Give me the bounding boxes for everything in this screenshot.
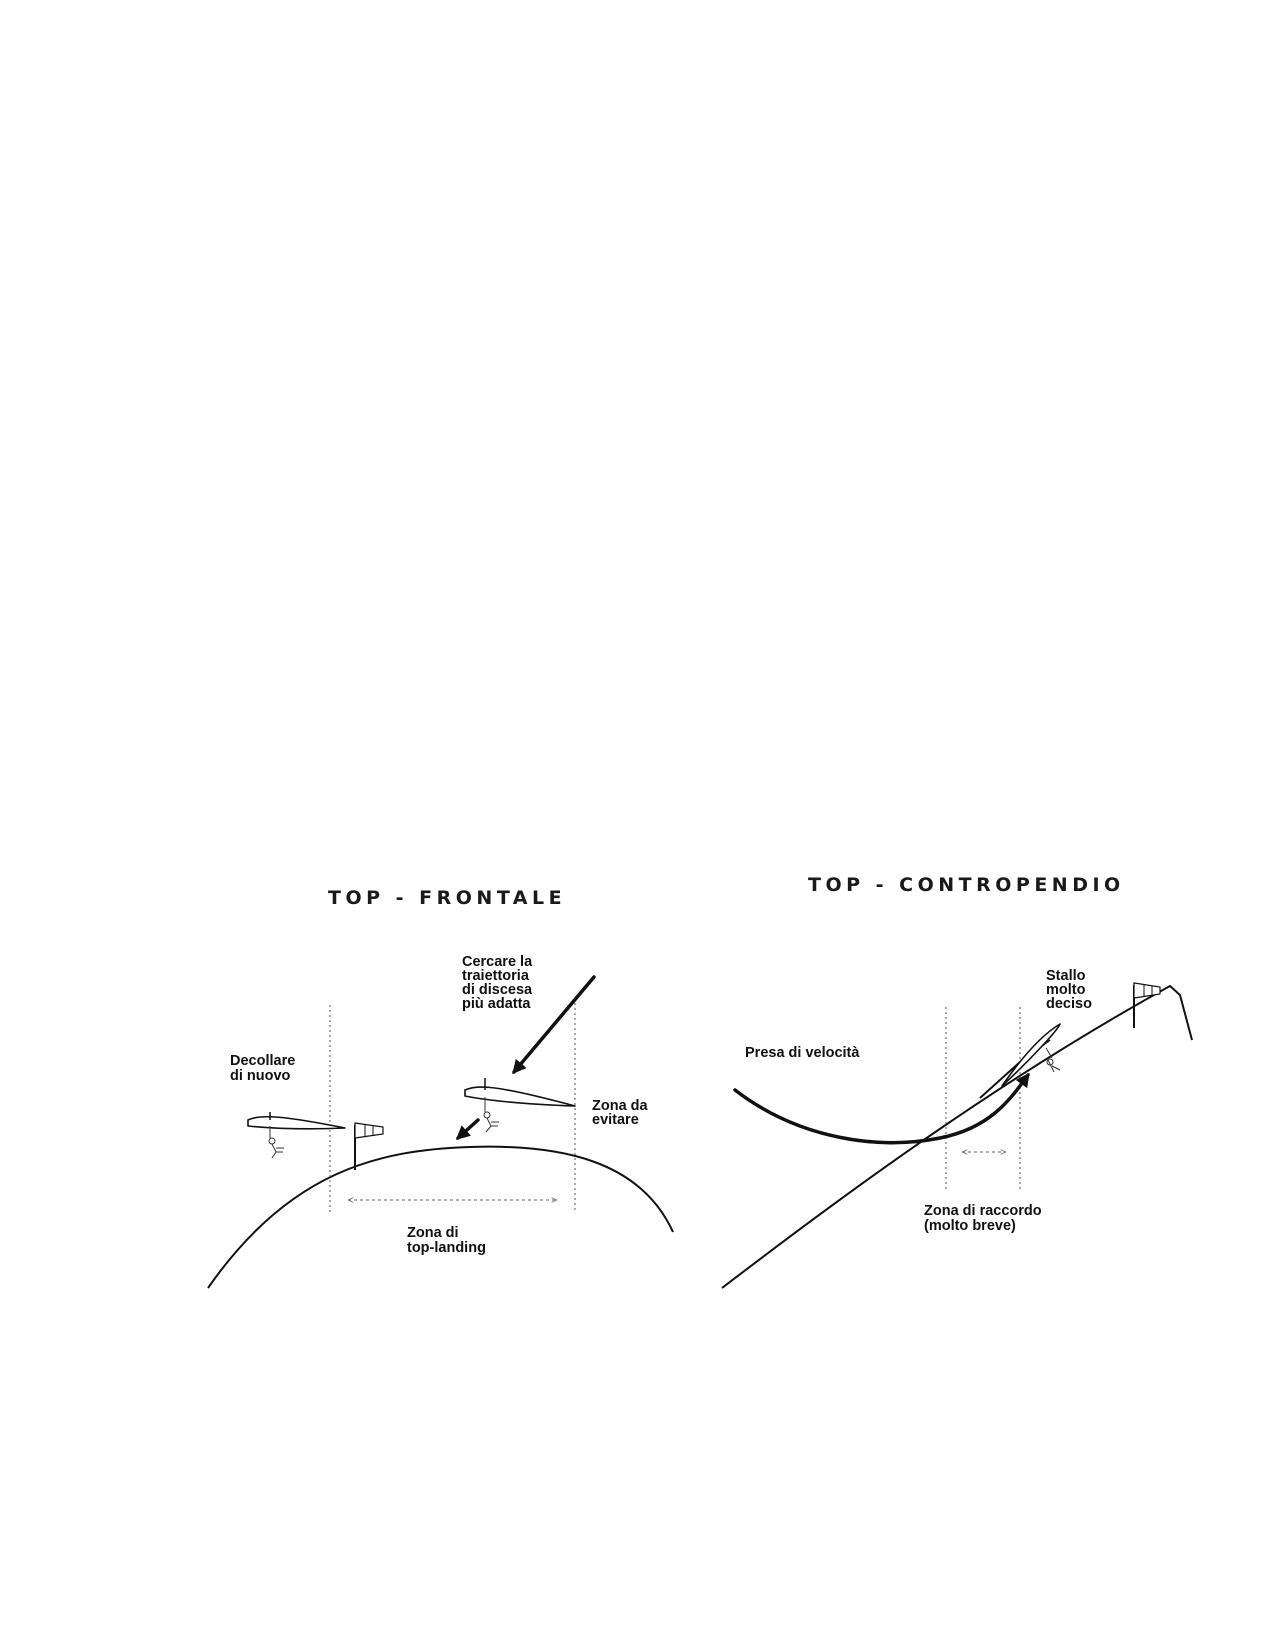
panel-top-frontale: TOP - FRONTALE [207,887,674,1289]
windsock-icon [354,1122,384,1170]
label-landing-zone: Zona di top-landing [407,1225,486,1256]
approach-line [979,1061,1021,1099]
hang-glider-icon [464,1078,576,1133]
label-stall: Stallo molto deciso [1046,968,1092,1012]
hang-glider-icon [247,1112,346,1159]
label-avoid-zone: Zona da evitare [592,1098,652,1128]
panel-top-contropendio: TOP - CONTROPENDIO Presa di velocità [721,874,1193,1289]
descent-arrow [455,1118,480,1140]
windsock-icon [1133,982,1161,1028]
approach-arrow [512,975,596,1075]
hang-glider-icon [1001,1023,1061,1087]
hill-ground [207,1145,674,1289]
panel-title-contropendio: TOP - CONTROPENDIO [808,874,1125,896]
label-relaunch: Decollare di nuovo [230,1053,299,1084]
label-speed-gain: Presa di velocità [745,1045,860,1061]
flight-path-curve [733,1072,1030,1145]
slope-ground [721,984,1193,1289]
label-trajectory: Cercare la traiettoria di discesa più ad… [462,954,536,1012]
panel-title-frontale: TOP - FRONTALE [328,887,566,909]
label-transition-zone: Zona di raccordo (molto breve) [924,1203,1046,1234]
